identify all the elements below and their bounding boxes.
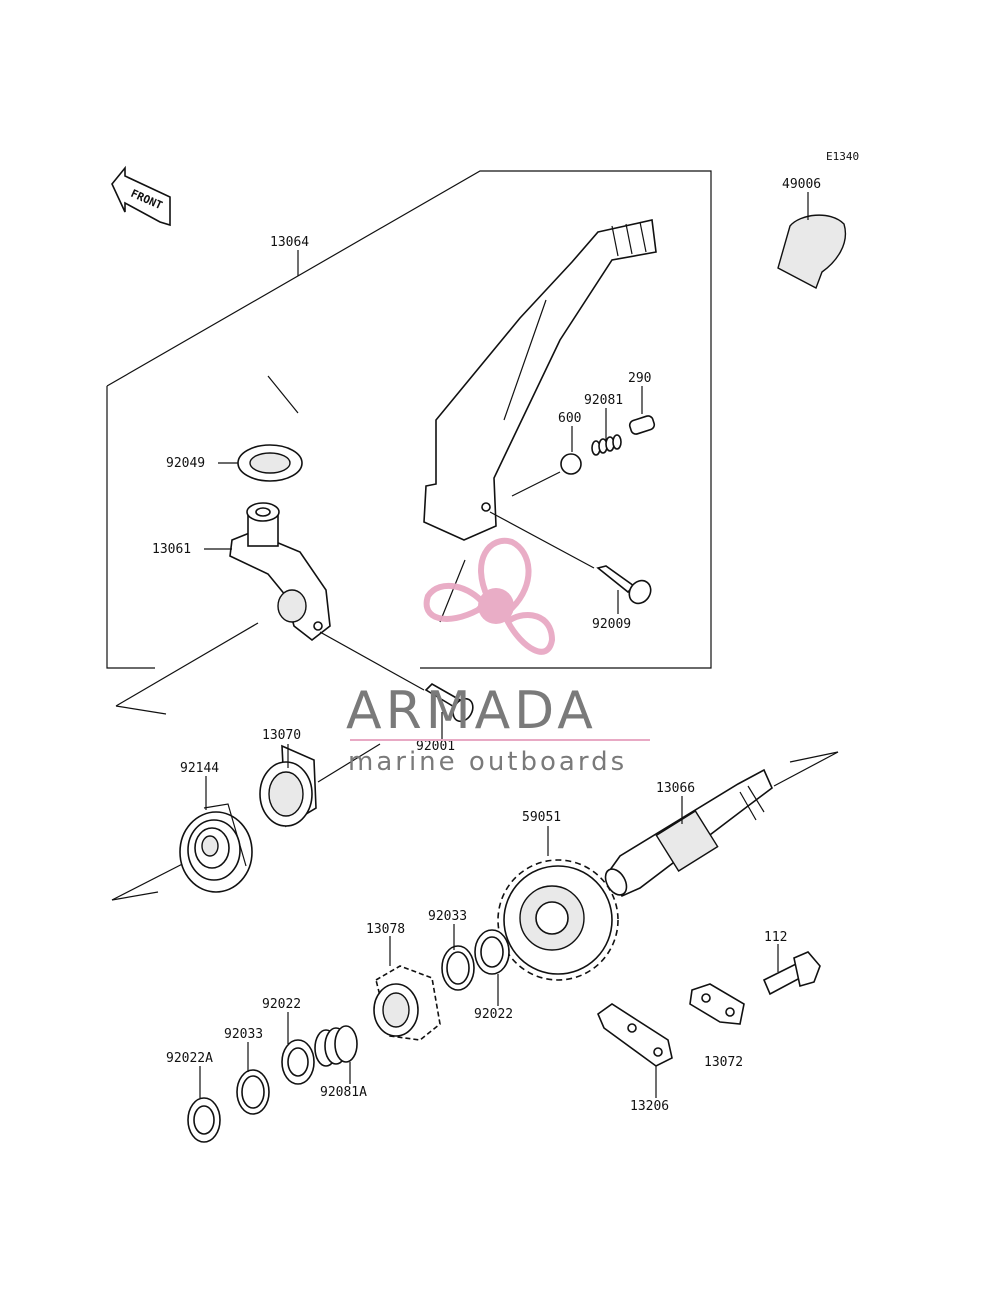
part-13070-collar — [259, 744, 317, 828]
part-13066-kick-shaft — [604, 768, 773, 898]
label-92144: 92144 — [180, 761, 219, 776]
watermark-brand: ARMADA — [346, 681, 597, 741]
label-92081: 92081 — [584, 393, 623, 408]
label-13072: 13072 — [704, 1055, 743, 1070]
part-92009-bolt — [596, 565, 652, 605]
part-59051-kick-gear — [497, 859, 619, 981]
label-13061: 13061 — [152, 542, 191, 557]
label-290: 290 — [628, 371, 651, 386]
part-13072-plate — [689, 983, 745, 1025]
part-92022-washer-b — [281, 1039, 315, 1085]
part-92033-circlip-b — [236, 1069, 270, 1115]
watermark-tagline: marine outboards — [348, 747, 627, 777]
label-49006: 49006 — [782, 177, 821, 192]
label-13064: 13064 — [270, 235, 309, 250]
label-92033-upper: 92033 — [428, 909, 467, 924]
label-13070: 13070 — [262, 728, 301, 743]
part-13206-guide — [597, 1003, 673, 1067]
assembly-centerlines — [111, 471, 839, 901]
label-59051: 59051 — [522, 810, 561, 825]
label-92081A: 92081A — [320, 1085, 367, 1100]
label-112: 112 — [764, 930, 787, 945]
part-13061-kick-arm — [229, 502, 331, 642]
kick-pedal-lever — [423, 219, 657, 541]
part-112-bolt — [762, 951, 821, 996]
label-13066: 13066 — [656, 781, 695, 796]
part-92022A-washer — [187, 1097, 221, 1143]
armada-logo-icon — [423, 537, 556, 655]
part-92081A-spring — [314, 1025, 358, 1067]
label-13078: 13078 — [366, 922, 405, 937]
label-92049: 92049 — [166, 456, 205, 471]
part-600-ball — [560, 453, 582, 475]
diagram-code: E1340 — [826, 150, 859, 163]
part-92001-bolt — [424, 683, 474, 723]
label-92022-left: 92022 — [262, 997, 301, 1012]
part-13078-ratchet — [373, 965, 441, 1041]
part-92049-oil-seal — [237, 444, 303, 482]
kick-pedal-rubber — [777, 214, 847, 289]
part-92144-kick-spring — [179, 803, 253, 893]
leader-lines — [199, 192, 809, 1098]
front-arrow-icon: FRONT — [111, 165, 171, 227]
label-92022-right: 92022 — [474, 1007, 513, 1022]
label-92022A: 92022A — [166, 1051, 213, 1066]
kick-pedal-assy-outline — [106, 170, 712, 669]
part-290-plug — [628, 415, 656, 435]
label-13206: 13206 — [630, 1099, 669, 1114]
label-92001: 92001 — [416, 739, 455, 754]
label-92009: 92009 — [592, 617, 631, 632]
part-labels: 13064 49006 290 92081 600 92049 13061 92… — [152, 177, 821, 1114]
part-92033-circlip-a — [441, 945, 475, 991]
part-92022-washer-a — [474, 929, 510, 975]
label-92033-lower: 92033 — [224, 1027, 263, 1042]
part-92081-spring — [591, 434, 622, 456]
label-600: 600 — [558, 411, 581, 426]
